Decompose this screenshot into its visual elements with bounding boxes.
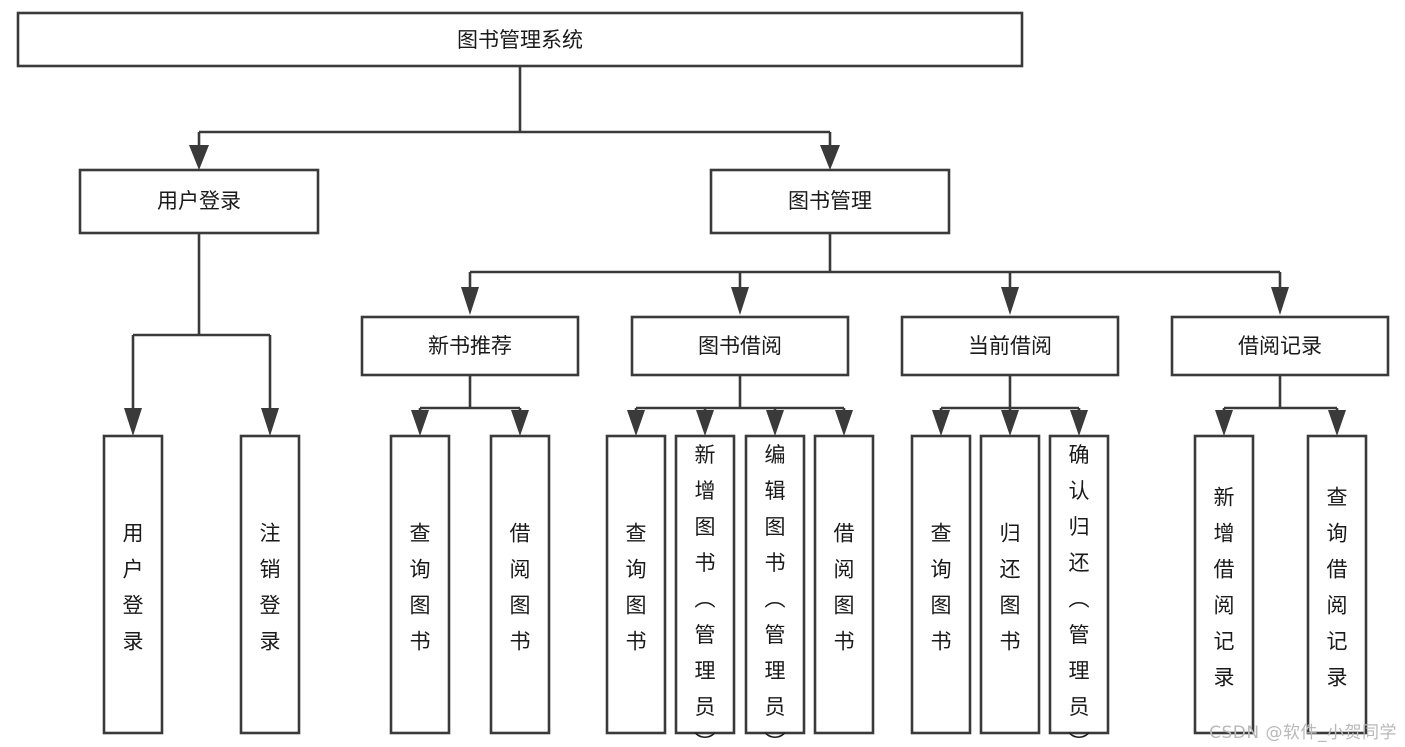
node-leaf-logout-login[interactable]	[239, 434, 301, 735]
node-leaf-borrow-book-2-box[interactable]	[813, 434, 875, 735]
arrowhead-leaf-add-book	[696, 410, 714, 436]
node-leaf-borrow-book-1-label: 借阅图书	[510, 522, 531, 654]
arrowhead-user-login	[189, 145, 209, 170]
node-leaf-query-book-1[interactable]	[389, 434, 451, 735]
node-borrow-record-label: 借阅记录	[1238, 334, 1322, 358]
node-leaf-user-login[interactable]	[102, 434, 164, 735]
node-leaf-confirm-return-box[interactable]	[1048, 434, 1110, 735]
node-leaf-edit-book-box[interactable]	[744, 434, 806, 735]
node-leaf-logout-login-box[interactable]	[239, 434, 301, 735]
node-current-borrow-box[interactable]	[900, 315, 1120, 377]
node-leaf-query-book-2-label: 查询图书	[626, 522, 647, 654]
arrowhead-leaf-borrow-book-2	[835, 410, 853, 436]
node-leaf-query-record-box[interactable]	[1306, 434, 1368, 735]
node-leaf-query-book-2[interactable]	[605, 434, 667, 735]
node-leaf-return-book-box[interactable]	[979, 434, 1041, 735]
node-leaf-return-book-label: 归还图书	[1000, 522, 1021, 654]
node-current-borrow-label: 当前借阅	[968, 334, 1052, 358]
node-leaf-query-book-2-box[interactable]	[605, 434, 667, 735]
node-leaf-borrow-book-1[interactable]	[489, 434, 551, 735]
arrowhead-book-borrow	[731, 287, 749, 315]
node-leaf-query-book-3[interactable]	[910, 434, 972, 735]
node-book-manage-label: 图书管理	[788, 189, 872, 213]
arrowhead-leaf-add-record	[1215, 410, 1233, 436]
node-leaf-add-record-box[interactable]	[1193, 434, 1255, 735]
arrowhead-current-borrow	[1001, 287, 1019, 315]
arrowhead-leaf-return-book	[1001, 410, 1019, 436]
node-user-login-label: 用户登录	[157, 189, 241, 213]
node-leaf-confirm-return-label: 确认归还︵管理员︶	[1069, 443, 1090, 747]
node-book-borrow-box[interactable]	[630, 315, 850, 377]
arrowhead-leaf-query-book-1	[411, 410, 429, 436]
node-leaf-borrow-book-2[interactable]	[813, 434, 875, 735]
node-leaf-query-record[interactable]	[1306, 434, 1368, 735]
node-current-borrow[interactable]: 当前借阅	[900, 315, 1120, 377]
node-leaf-borrow-book-1-box[interactable]	[489, 434, 551, 735]
node-book-borrow-label: 图书借阅	[698, 334, 782, 358]
node-leaf-query-record-label: 查询借阅记录	[1327, 486, 1348, 690]
node-borrow-record[interactable]: 借阅记录	[1170, 315, 1390, 377]
arrowhead-leaf-query-record	[1328, 410, 1346, 436]
node-leaf-add-record[interactable]	[1193, 434, 1255, 735]
node-root-box[interactable]	[16, 11, 1024, 68]
node-leaf-query-book-1-box[interactable]	[389, 434, 451, 735]
node-leaf-add-record-label: 新增借阅记录	[1214, 486, 1235, 690]
arrowhead-borrow-record	[1271, 287, 1289, 315]
node-leaf-query-book-3-box[interactable]	[910, 434, 972, 735]
node-leaf-user-login-box[interactable]	[102, 434, 164, 735]
node-new-book-recommend-box[interactable]	[360, 315, 580, 377]
node-leaf-add-book[interactable]	[674, 434, 736, 735]
arrowhead-leaf-edit-book	[766, 410, 784, 436]
node-new-book-recommend[interactable]: 新书推荐	[360, 315, 580, 377]
node-book-manage-box[interactable]	[709, 168, 951, 235]
arrowhead-book-manage	[820, 145, 840, 170]
node-borrow-record-box[interactable]	[1170, 315, 1390, 377]
node-leaf-add-book-box[interactable]	[674, 434, 736, 735]
node-leaf-edit-book[interactable]	[744, 434, 806, 735]
node-book-manage[interactable]: 图书管理	[709, 168, 951, 235]
arrowhead-leaf-confirm-return	[1070, 410, 1088, 436]
node-leaf-user-login-label: 用户登录	[123, 522, 144, 654]
leaf-label-layer: 用户登录 注销登录 查询图书 借阅图书 查询图书 新增图书︵管理员︶ 编辑图书︵管理员︶ 借阅…	[123, 443, 1348, 747]
node-leaf-confirm-return[interactable]	[1048, 434, 1110, 735]
node-leaf-borrow-book-2-label: 借阅图书	[834, 522, 855, 654]
node-book-borrow[interactable]: 图书借阅	[630, 315, 850, 377]
node-user-login[interactable]: 用户登录	[78, 168, 320, 235]
arrowhead-new-book-recommend	[461, 287, 479, 315]
node-leaf-return-book[interactable]	[979, 434, 1041, 735]
node-leaf-query-book-3-label: 查询图书	[931, 522, 952, 654]
watermark-text: CSDN @软件_小贺同学	[1209, 723, 1397, 743]
connector-layer	[124, 66, 1346, 436]
node-leaf-edit-book-label: 编辑图书︵管理员︶	[765, 443, 786, 747]
arrowhead-leaf-logout-login	[261, 408, 279, 436]
node-root[interactable]: 图书管理系统	[16, 11, 1024, 68]
arrowhead-leaf-query-book-2	[627, 410, 645, 436]
arrowhead-leaf-query-book-3	[932, 410, 950, 436]
node-new-book-recommend-label: 新书推荐	[428, 334, 512, 358]
node-leaf-query-book-1-label: 查询图书	[410, 522, 431, 654]
node-root-label: 图书管理系统	[457, 28, 583, 52]
leaf-node-group	[102, 434, 1368, 735]
node-leaf-add-book-label: 新增图书︵管理员︶	[695, 443, 716, 747]
arrowhead-leaf-user-login	[124, 408, 142, 436]
arrowhead-leaf-borrow-book-1	[511, 410, 529, 436]
node-user-login-box[interactable]	[78, 168, 320, 235]
node-leaf-logout-login-label: 注销登录	[260, 522, 281, 654]
